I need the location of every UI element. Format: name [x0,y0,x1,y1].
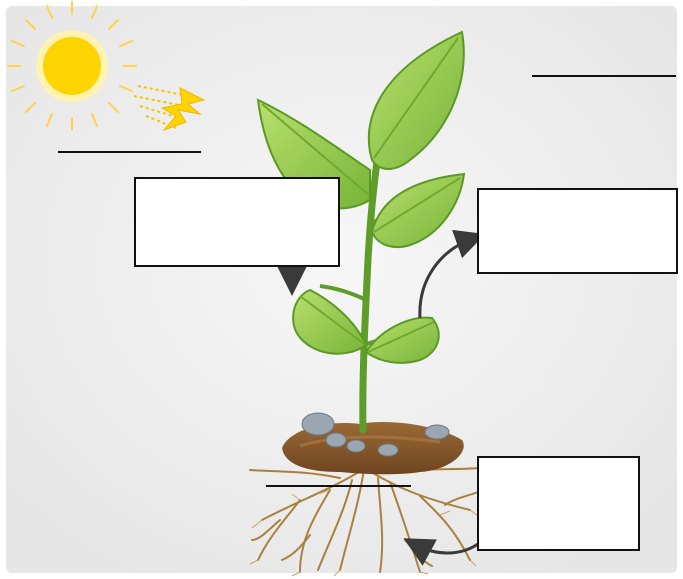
sun-label-text [58,153,201,165]
leaf-label-box[interactable] [134,177,340,267]
stem-label-text [479,190,676,202]
sun-label-line[interactable] [58,151,201,153]
top-right-label-line[interactable] [532,75,676,77]
stem-label-box[interactable] [477,188,678,274]
leaf-label-text [136,179,338,191]
soil-label-line[interactable] [266,485,411,487]
roots-label-box[interactable] [477,456,640,551]
soil-label-text [266,487,411,499]
top-right-label-text [532,77,676,89]
roots-label-text [479,458,638,470]
